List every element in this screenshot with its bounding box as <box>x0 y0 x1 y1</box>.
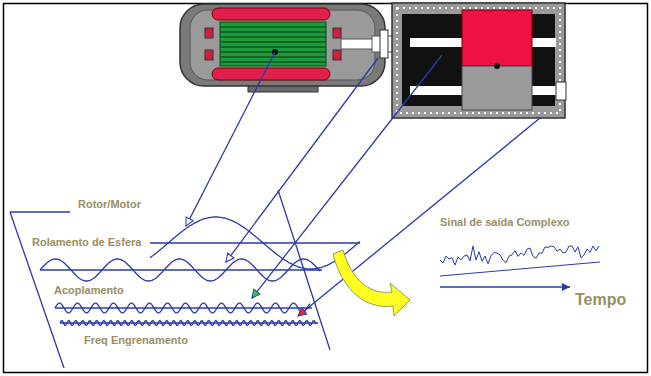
yellow-arrow <box>333 250 410 316</box>
complex-signal <box>440 246 599 265</box>
component-wave <box>150 217 360 269</box>
source-arrows <box>186 52 540 316</box>
component-waves <box>40 217 360 325</box>
wave-label: Acoplamento <box>54 284 124 297</box>
component-wave <box>60 321 316 326</box>
trend-line <box>440 262 600 276</box>
time-axis <box>440 286 570 288</box>
frame <box>4 4 648 373</box>
motor-drawing <box>180 4 385 92</box>
wave-frame <box>10 190 360 368</box>
component-wave <box>55 303 310 313</box>
wave-label: Rolamento de Esfera <box>32 236 141 249</box>
wave-label: Rotor/Motor <box>78 198 141 211</box>
wave-label: Freq Engrenamento <box>84 334 188 347</box>
signal-label: Sinal de saída Complexo <box>440 216 570 229</box>
gearbox-drawing <box>372 3 566 118</box>
axis-label: Tempo <box>575 291 626 309</box>
component-wave <box>40 259 320 281</box>
